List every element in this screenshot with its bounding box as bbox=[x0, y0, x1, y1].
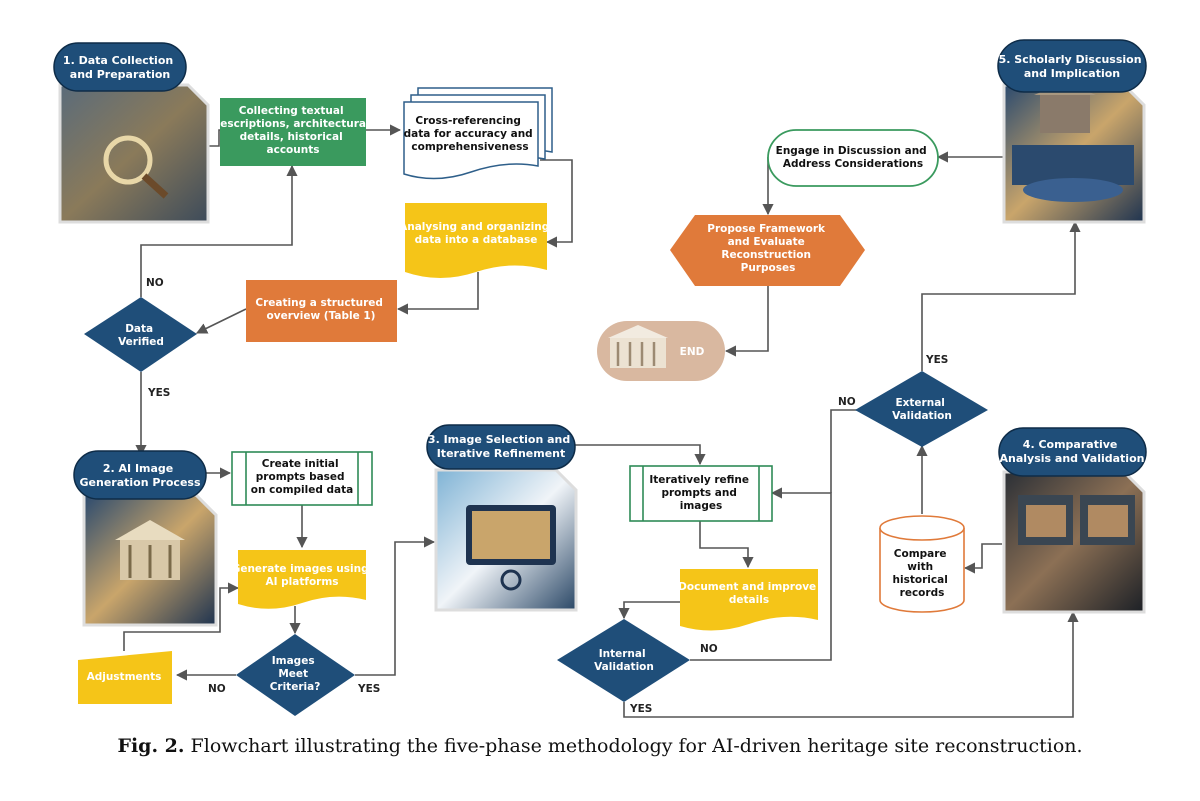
edge-internal-yes-to-p4 bbox=[623, 610, 1079, 718]
edge-p3-to-refine bbox=[575, 444, 706, 466]
phase-4: 4. Comparative Analysis and Validation bbox=[998, 427, 1147, 614]
svg-text:Compare with histo: Compare with historical records bbox=[893, 548, 952, 599]
decision-images-meet-criteria: Images Meet Criteria? bbox=[236, 634, 355, 716]
edge-p4-to-compare bbox=[963, 543, 1002, 574]
svg-text:Images Meet Criter: Images Meet Criteria? bbox=[270, 655, 321, 693]
node-generate: Generate images using AI platforms bbox=[232, 550, 373, 609]
phase-5-title: 5. Scholarly Discussion and Implication bbox=[999, 53, 1146, 80]
edge-criteria-yes-to-p3 bbox=[355, 536, 436, 676]
edge-label-verified-no: NO bbox=[146, 277, 164, 289]
decision-external-validation: External Validation bbox=[855, 371, 988, 447]
svg-text:Engage in Discussion and: Engage in Discussion and Address Conside… bbox=[776, 145, 931, 170]
node-end: END bbox=[597, 321, 725, 381]
svg-text:Generate images using AI: Generate images using AI platforms bbox=[232, 563, 373, 588]
edge-label-criteria-yes: YES bbox=[357, 683, 380, 695]
svg-text:Analysing and organizing: Analysing and organizing data into a dat… bbox=[399, 221, 553, 246]
node-overview: Creating a structured overview (Table 1) bbox=[246, 280, 397, 342]
svg-text:Collecting textual descr: Collecting textual descriptions, archite… bbox=[213, 105, 374, 156]
svg-text:Document and improve det: Document and improve details bbox=[678, 581, 820, 606]
phase-2: 2. AI Image Generation Process bbox=[73, 450, 218, 627]
phase-2-title-box bbox=[73, 450, 207, 500]
edge-propose-to-end bbox=[724, 285, 769, 357]
edge-refine-to-document bbox=[699, 520, 754, 569]
monitor-icon bbox=[466, 505, 556, 591]
phase-3: 3. Image Selection and Iterative Refinem… bbox=[426, 424, 578, 612]
svg-text:Create initial prompts b: Create initial prompts based on compiled… bbox=[251, 458, 353, 496]
svg-text:Data Verified: Data Verified bbox=[118, 323, 164, 348]
edge-label-criteria-no: NO bbox=[208, 683, 226, 695]
edge-organize-to-overview bbox=[396, 272, 479, 315]
phase-4-title-box bbox=[998, 427, 1147, 477]
phase-1-image bbox=[58, 83, 210, 224]
edge-verified-no-to-collect bbox=[140, 164, 298, 297]
node-refine: Iteratively refine prompts and images bbox=[629, 465, 773, 522]
phase-5: 5. Scholarly Discussion and Implication bbox=[997, 39, 1147, 224]
node-propose: Propose Framework and Evaluate Reconstru… bbox=[670, 215, 865, 286]
edge-crossref-to-organize bbox=[540, 159, 573, 248]
edge-internal-no-to-refine bbox=[690, 487, 832, 661]
phase-5-title-box bbox=[997, 39, 1147, 93]
magnifier-icon bbox=[103, 135, 169, 199]
edge-label-external-no: NO bbox=[838, 396, 856, 408]
phase-3-title-box bbox=[426, 424, 576, 470]
svg-text:Adjustments: Adjustments bbox=[87, 671, 162, 683]
temple-icon bbox=[608, 325, 668, 368]
edge-adjust-to-generate bbox=[123, 582, 240, 651]
node-document: Document and improve details bbox=[678, 569, 820, 631]
node-collect: Collecting textual descriptions, archite… bbox=[213, 98, 374, 166]
caption-label: Fig. 2. bbox=[117, 735, 185, 757]
edges bbox=[123, 124, 1081, 718]
node-adjustments: Adjustments bbox=[78, 651, 172, 704]
svg-text:Iteratively refine promp: Iteratively refine prompts and images bbox=[649, 474, 752, 512]
node-compare: Compare with historical records bbox=[879, 515, 965, 613]
svg-text:END: END bbox=[680, 346, 705, 358]
phase-2-title: 2. AI Image Generation Process bbox=[80, 462, 201, 489]
edge-external-no-to-refine bbox=[830, 409, 867, 493]
svg-text:Internal Validation: Internal Validation bbox=[594, 648, 654, 673]
edge-label-internal-yes: YES bbox=[629, 703, 652, 715]
temple-icon bbox=[115, 520, 185, 580]
node-prompts: Create initial prompts based on compiled… bbox=[231, 451, 373, 506]
conference-icon bbox=[1012, 82, 1134, 202]
svg-text:Cross-referencing data f: Cross-referencing data for accuracy and … bbox=[404, 115, 537, 153]
decision-internal-validation: Internal Validation bbox=[557, 619, 690, 702]
svg-text:Creating a structured ov: Creating a structured overview (Table 1) bbox=[255, 297, 386, 322]
phase-3-title: 3. Image Selection and Iterative Refinem… bbox=[428, 433, 574, 460]
caption-text: Flowchart illustrating the five-phase me… bbox=[184, 735, 1083, 757]
figure-caption: Fig. 2. Flowchart illustrating the five-… bbox=[0, 735, 1200, 757]
edge-external-yes-to-p5 bbox=[921, 220, 1081, 371]
node-crossref: Cross-referencing data for accuracy and … bbox=[403, 87, 553, 180]
screens-icon bbox=[1018, 495, 1135, 545]
svg-text:Propose Framework and Ev: Propose Framework and Evaluate Reconstru… bbox=[707, 223, 828, 274]
phase-1-title-box bbox=[53, 42, 187, 92]
edge-document-to-internal bbox=[618, 601, 705, 620]
edge-label-verified-yes: YES bbox=[147, 387, 170, 399]
edge-label-internal-no: NO bbox=[700, 643, 718, 655]
edge-overview-to-verified bbox=[195, 308, 247, 334]
phase-1: 1. Data Collection and Preparation bbox=[53, 42, 210, 224]
edge-label-external-yes: YES bbox=[925, 354, 948, 366]
node-organize: Analysing and organizing data into a dat… bbox=[399, 203, 553, 278]
svg-text:External Validation: External Validation bbox=[892, 397, 952, 422]
node-engage: Engage in Discussion and Address Conside… bbox=[767, 129, 939, 187]
phase-1-title: 1. Data Collection and Preparation bbox=[63, 54, 177, 81]
phase-4-title: 4. Comparative Analysis and Validation bbox=[1000, 438, 1145, 465]
decision-data-verified: Data Verified bbox=[84, 297, 197, 372]
